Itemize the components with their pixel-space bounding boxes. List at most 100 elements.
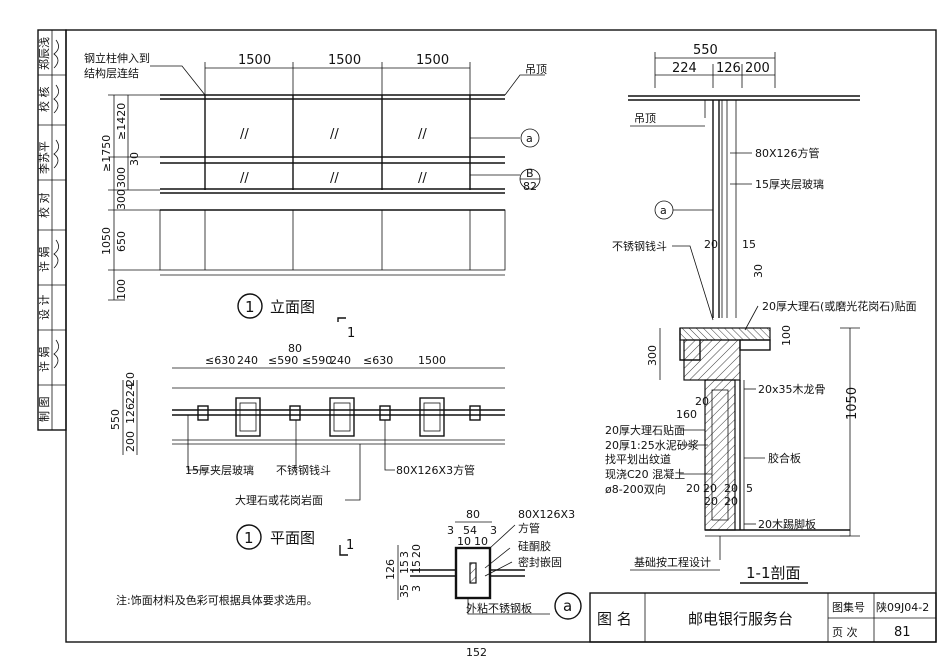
detail-label-plate: 外粘不锈钢板 — [466, 601, 532, 615]
elev-dim-top-1: 1500 — [238, 53, 271, 68]
svg-text:B: B — [526, 167, 534, 180]
atlas-label: 图集号 — [832, 600, 865, 614]
svg-text:20: 20 — [410, 544, 423, 558]
plan-view: ≤630 240 ≤590 ≤590 240 ≤630 1500 80 20 2… — [109, 342, 505, 556]
title-block-name-label: 图 名 — [597, 610, 632, 628]
svg-text:100: 100 — [780, 325, 793, 346]
elev-glass-mark-1: // — [240, 127, 249, 142]
section-title: 1-1剖面 — [746, 564, 801, 582]
sidebar-cell-5: 许 娟 — [37, 247, 51, 273]
plan-dim-top-6: ≤630 — [363, 354, 393, 367]
plan-dim-top-1: ≤630 — [205, 354, 235, 367]
section-label-left-3: 找平划出纹道 — [605, 452, 671, 466]
section-label-keel: 20x35木龙骨 — [758, 383, 826, 396]
section-label-tube: 80X126方管 — [755, 146, 820, 160]
sidebar-cell-2: 校 核 — [37, 87, 51, 113]
sidebar-cell-7: 许 娟 — [37, 347, 51, 373]
elev-dim-top-3: 1500 — [416, 53, 449, 68]
svg-text:1: 1 — [347, 326, 355, 341]
elev-dim-left-5: 300 — [115, 189, 128, 210]
section-label-left-4: 现浇C20 混凝土 — [605, 467, 685, 481]
title-block: 图 名 邮电银行服务台 图集号 陕09J04-2 页 次 81 — [589, 592, 937, 643]
svg-text:15: 15 — [410, 560, 423, 574]
svg-text:1: 1 — [346, 538, 354, 553]
svg-text:3: 3 — [410, 585, 423, 592]
elev-dim-left-7: 650 — [115, 231, 128, 252]
elev-dim-left-4: 300 — [115, 167, 128, 188]
svg-text:1: 1 — [244, 529, 254, 547]
section-label-left-1: 20厚大理石贴面 — [605, 423, 685, 437]
svg-text:82: 82 — [523, 180, 537, 193]
svg-text:10: 10 — [474, 535, 488, 548]
plan-dim-left-1: 20 — [124, 372, 137, 386]
svg-text:15: 15 — [742, 238, 756, 251]
svg-text:224: 224 — [672, 61, 697, 76]
section-label-foundation: 基础按工程设计 — [634, 555, 711, 569]
elev-dim-left-2: ≥1750 — [100, 135, 113, 172]
signature-strip: 郑辰浅 校 核 李苏平 校 对 许 娟 设 计 许 娟 制 图 — [37, 29, 67, 431]
elev-dim-top-2: 1500 — [328, 53, 361, 68]
elev-note-column-2: 结构层连结 — [84, 66, 139, 80]
plan-dim-top-4: ≤590 — [302, 354, 332, 367]
svg-text://: // — [330, 171, 339, 186]
svg-text:20: 20 — [704, 238, 718, 251]
elev-marker-a — [520, 128, 540, 148]
elev-ceiling-label: 吊顶 — [525, 63, 547, 76]
svg-text:20: 20 — [703, 482, 717, 495]
plan-dim-top-5: 240 — [330, 354, 351, 367]
drawing-note: 注:饰面材料及色彩可根据具体要求选用。 — [116, 593, 318, 607]
svg-text:80: 80 — [466, 508, 480, 521]
elev-dim-left-3: 30 — [128, 152, 141, 166]
elev-dim-left-1: ≥1420 — [115, 103, 128, 140]
sidebar-cell-3: 李苏平 — [37, 141, 51, 174]
svg-text:10: 10 — [457, 535, 471, 548]
svg-text:a: a — [526, 132, 533, 145]
elev-glass-mark-2: // — [330, 127, 339, 142]
page-number-cell: 81 — [894, 625, 911, 640]
plan-label-tube: 80X126X3方管 — [396, 463, 475, 477]
sidebar-cell-6: 设 计 — [38, 295, 51, 321]
elev-title: 立面图 — [270, 298, 315, 316]
section-label-clip: 不锈钢钱斗 — [612, 239, 667, 253]
section-label-marble-top: 20厚大理石(或磨光花岗石)贴面 — [762, 299, 917, 313]
elev-note-column: 钢立柱伸入到 — [84, 51, 150, 65]
svg-text:30: 30 — [752, 264, 765, 278]
svg-text:20: 20 — [686, 482, 700, 495]
section-label-skirt: 20木踢脚板 — [758, 517, 816, 531]
plan-title: 平面图 — [270, 529, 315, 547]
svg-text:20: 20 — [724, 495, 738, 508]
elev-glass-mark-3: // — [418, 127, 427, 142]
svg-text:5: 5 — [746, 482, 753, 495]
svg-text:300: 300 — [646, 345, 659, 366]
svg-text:3: 3 — [490, 524, 497, 537]
elev-dim-left-8: 100 — [115, 279, 128, 300]
plan-title-circle — [236, 524, 262, 550]
detail-marker-a — [554, 592, 582, 620]
plan-label-stone: 大理石或花岗岩面 — [235, 493, 323, 507]
sidebar-cell-4: 校 对 — [37, 193, 51, 219]
section-label-left-5: ø8-200双向 — [605, 482, 666, 496]
sheet-page-number: 152 — [466, 646, 487, 659]
sidebar-cell-8: 制 图 — [38, 397, 51, 423]
elev-dim-left-6: 1050 — [100, 227, 113, 255]
section-dim-550: 550 — [693, 43, 718, 58]
plan-dim-left-5: 200 — [124, 431, 137, 452]
sidebar-cell-1: 郑辰浅 — [37, 37, 51, 70]
svg-text:20: 20 — [695, 395, 709, 408]
atlas-number: 陕09J04-2 — [876, 600, 929, 614]
section-label-glass: 15厚夹层玻璃 — [755, 177, 824, 191]
elevation-view: 1500 1500 1500 钢立柱伸入到 结构层连结 吊顶 // // // — [84, 51, 547, 341]
plan-dim-80: 80 — [288, 342, 302, 355]
svg-text:35: 35 — [398, 584, 411, 598]
svg-text:15: 15 — [398, 560, 411, 574]
page-label: 页 次 — [832, 625, 858, 639]
svg-text:54: 54 — [463, 524, 477, 537]
plan-dim-left-3: 126 — [124, 403, 137, 424]
plan-dim-top-3: ≤590 — [268, 354, 298, 367]
svg-text://: // — [418, 171, 427, 186]
drawing-frame — [65, 29, 937, 643]
plan-dim-left-2: 224 — [124, 383, 137, 404]
plan-dim-top-2: 240 — [237, 354, 258, 367]
svg-text://: // — [240, 171, 249, 186]
